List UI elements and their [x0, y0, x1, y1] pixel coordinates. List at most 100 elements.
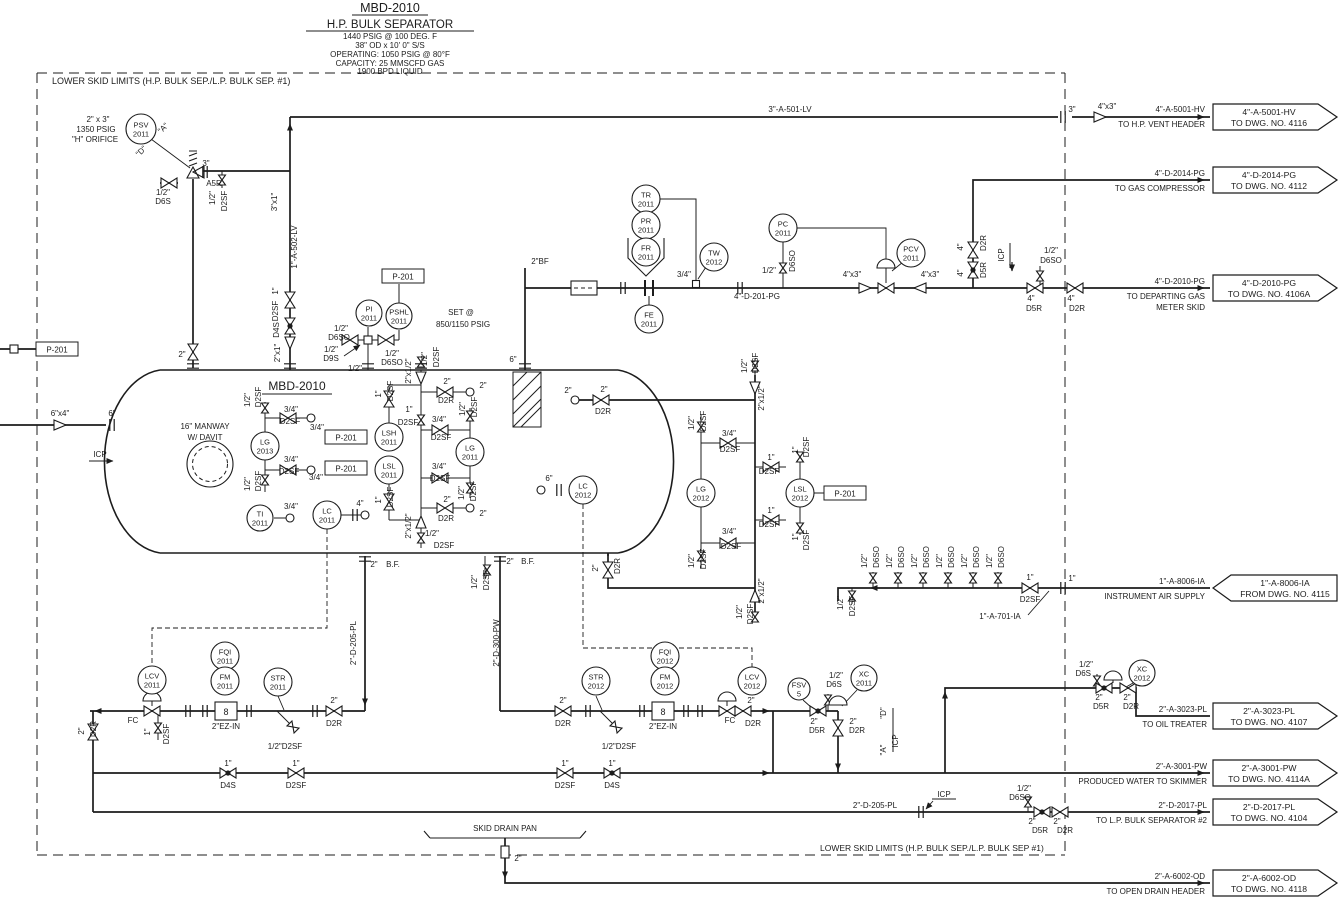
pipe-label: D6SO	[1040, 256, 1062, 265]
svg-text:TW: TW	[708, 249, 721, 258]
svg-text:P-201: P-201	[335, 465, 357, 474]
pipe-label: D2R	[438, 396, 454, 405]
pipe-label: D2SF	[279, 467, 300, 476]
svg-text:PI: PI	[365, 305, 372, 314]
pipe-label: 4"-A-5001-HV	[1155, 105, 1205, 114]
pipe-label: 1"	[292, 759, 299, 768]
pipe-label: 1/2"	[735, 605, 744, 619]
pipe-label: 1"	[561, 759, 568, 768]
pipe-label: 2"-D-2017-PL	[1158, 801, 1207, 810]
pipe-label: 1/2"	[243, 477, 252, 491]
pipe-label: D6SO	[788, 250, 797, 272]
pipe-label: 3/4"	[284, 455, 298, 464]
pipe-label: 2"	[479, 381, 486, 390]
pipe-label: D2R	[979, 235, 988, 251]
pipe-label: 3/4"	[432, 415, 446, 424]
svg-text:P-201: P-201	[392, 273, 414, 282]
svg-text:LG: LG	[465, 444, 475, 453]
control-valve-actuators	[142, 258, 1123, 706]
pipe-label: 1/2"	[960, 554, 969, 568]
pipe-label: 4"	[956, 269, 965, 276]
svg-text:2011: 2011	[381, 438, 397, 447]
svg-text:LC: LC	[578, 482, 588, 491]
pipe-label: D2R	[613, 558, 622, 574]
pipe-label: 1/2"	[324, 345, 338, 354]
svg-text:PSHL: PSHL	[389, 308, 409, 317]
fittings	[9, 238, 701, 859]
pipe-label: 1"	[143, 728, 152, 735]
pipe-label: D2SF	[254, 471, 263, 492]
svg-text:LSL: LSL	[382, 462, 395, 471]
pipe-label: D6S	[155, 197, 171, 206]
p201-box: P-201	[324, 429, 368, 445]
svg-text:2"-A-3023-PL: 2"-A-3023-PL	[1243, 706, 1295, 716]
pipe-label: 2"EZ-IN	[212, 722, 240, 731]
pipe-label: FC	[725, 716, 736, 725]
pipe-label: 1/2"	[385, 349, 399, 358]
svg-text:4"-A-5001-HV: 4"-A-5001-HV	[1242, 107, 1295, 117]
pipe-label: 1/2"	[740, 359, 749, 373]
svg-text:4"-D-2010-PG: 4"-D-2010-PG	[1242, 278, 1296, 288]
pipe-label: D2SF	[848, 596, 857, 617]
manway-circle	[192, 446, 228, 482]
pipe-label: 1/2"	[348, 364, 362, 373]
pipe-label: 1/2"	[156, 188, 170, 197]
pipe-label: D2R	[89, 721, 98, 737]
svg-text:STR: STR	[271, 674, 287, 683]
pipe-label: 3/4"	[677, 270, 691, 279]
pipe-label: A5R	[206, 179, 222, 188]
svg-text:TO DWG. NO. 4116: TO DWG. NO. 4116	[1231, 118, 1307, 128]
pipe-label: 1/2"	[836, 596, 845, 610]
svg-text:2012: 2012	[693, 494, 710, 503]
pipe-label: 2"	[1123, 693, 1130, 702]
svg-text:XC: XC	[1137, 665, 1148, 674]
pipe-label: 1"	[791, 446, 800, 453]
pipe-label: 1/2"	[829, 671, 843, 680]
pipe-label: D2SF	[434, 541, 455, 550]
svg-text:2012: 2012	[657, 657, 674, 666]
pipe-label: 1"	[767, 453, 774, 462]
pipe-label: 4"x3"	[921, 270, 940, 279]
pipe-label: D2SF	[386, 381, 395, 402]
pipe-label: D2R	[555, 719, 571, 728]
pipe-label: D4S	[272, 322, 281, 338]
svg-text:2013: 2013	[257, 447, 274, 456]
pipe-label: 2"x1/2"	[757, 385, 766, 410]
vessel-size: 38" OD x 10' 0" S/S	[355, 41, 424, 50]
pipe-label: 2"-A-3023-PL	[1159, 705, 1208, 714]
pipe-label: 2"	[1028, 817, 1035, 826]
svg-text:2011: 2011	[319, 516, 335, 525]
equipment-tag: MBD-2010	[360, 1, 420, 15]
pipe-label: 2"BF	[531, 257, 549, 266]
pipe-label: 16" MANWAY	[180, 422, 230, 431]
pipe-label: 6"	[509, 355, 516, 364]
pipe-label: 1/2"	[334, 324, 348, 333]
pipe-label: SET @	[448, 308, 474, 317]
pipe-label: 2"	[849, 717, 856, 726]
pipe-label: METER SKID	[1156, 303, 1205, 312]
pipe-label: D6S	[826, 680, 842, 689]
pipe-label: 1/2"	[457, 486, 466, 500]
svg-text:2012: 2012	[706, 258, 723, 267]
pipe-label: D2SF	[220, 191, 229, 212]
svg-text:2011: 2011	[217, 682, 233, 691]
recorder-funnel	[627, 238, 665, 277]
pipe-label: D2SF	[431, 433, 452, 442]
p201-box: P-201	[324, 460, 368, 476]
pipe-label: D4S	[220, 781, 236, 790]
pipe-label: TO DEPARTING GAS	[1127, 292, 1205, 301]
pipe-label: 2"	[559, 696, 566, 705]
svg-text:TO DWG. NO. 4118: TO DWG. NO. 4118	[1231, 884, 1307, 894]
